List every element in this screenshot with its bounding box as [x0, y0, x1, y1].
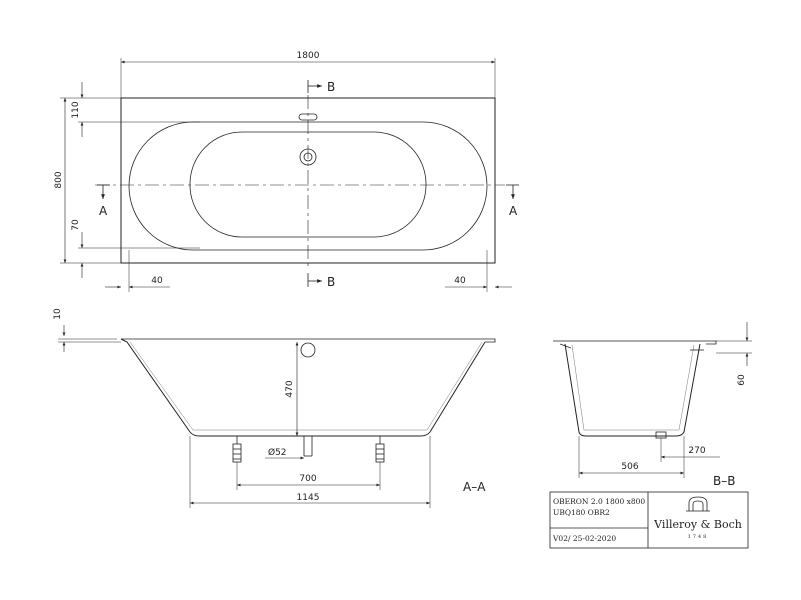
dim-label-270: 270	[688, 446, 705, 456]
dim-label-700: 700	[299, 474, 316, 484]
plan-view	[60, 58, 519, 292]
title-model-line1: OBERON 2.0 1800 x800	[553, 497, 645, 506]
brand-logo-icon	[686, 496, 710, 512]
section-label-b-bottom: B	[327, 275, 335, 289]
section-label-a-left: A	[99, 204, 108, 218]
title-block	[549, 491, 749, 549]
dim-label-800: 800	[54, 171, 64, 188]
section-bb-view	[553, 322, 752, 478]
tub-shell-aa	[120, 338, 486, 437]
title-model-line2: UBQ180 OBR2	[553, 508, 610, 517]
drain-bb-icon	[655, 431, 667, 439]
drain-icon	[299, 148, 317, 166]
tub-shell-aa-inner	[129, 341, 483, 431]
section-title-bb: B–B	[713, 474, 735, 488]
brand-name: Villeroy & Boch	[653, 518, 742, 531]
dim-label-40-right: 40	[454, 276, 466, 286]
drain-inner	[303, 152, 313, 162]
tub-shell-bb-inner	[571, 344, 695, 431]
foot-left-icon	[232, 436, 242, 463]
brand-year: 1748	[688, 534, 709, 540]
tub-shell-bb	[564, 343, 701, 437]
overflow-fitting-icon	[300, 342, 316, 358]
dim-label-110: 110	[71, 101, 81, 118]
tub-rim-bb	[553, 340, 717, 345]
dim-label-60: 60	[737, 374, 747, 386]
overflow-icon	[298, 113, 318, 121]
rim-edge	[559, 343, 572, 349]
dim-label-1145: 1145	[297, 493, 320, 503]
dim-label-506: 506	[621, 462, 638, 472]
dim-label-52: Ø52	[268, 447, 287, 458]
section-title-aa: A–A	[463, 480, 486, 494]
dim-label-470: 470	[285, 380, 295, 397]
dim-label-40-left: 40	[151, 276, 163, 286]
section-label-a-right: A	[509, 204, 518, 218]
dim-label-1800: 1800	[297, 51, 320, 61]
dim-label-10: 10	[53, 308, 63, 320]
section-label-b-top: B	[327, 80, 335, 94]
foot-right-icon	[375, 436, 385, 463]
dim-label-70: 70	[71, 219, 81, 231]
tub-profile-aa	[121, 338, 496, 343]
section-aa-view	[58, 325, 496, 508]
title-version: V02/ 25-02-2020	[552, 534, 616, 543]
